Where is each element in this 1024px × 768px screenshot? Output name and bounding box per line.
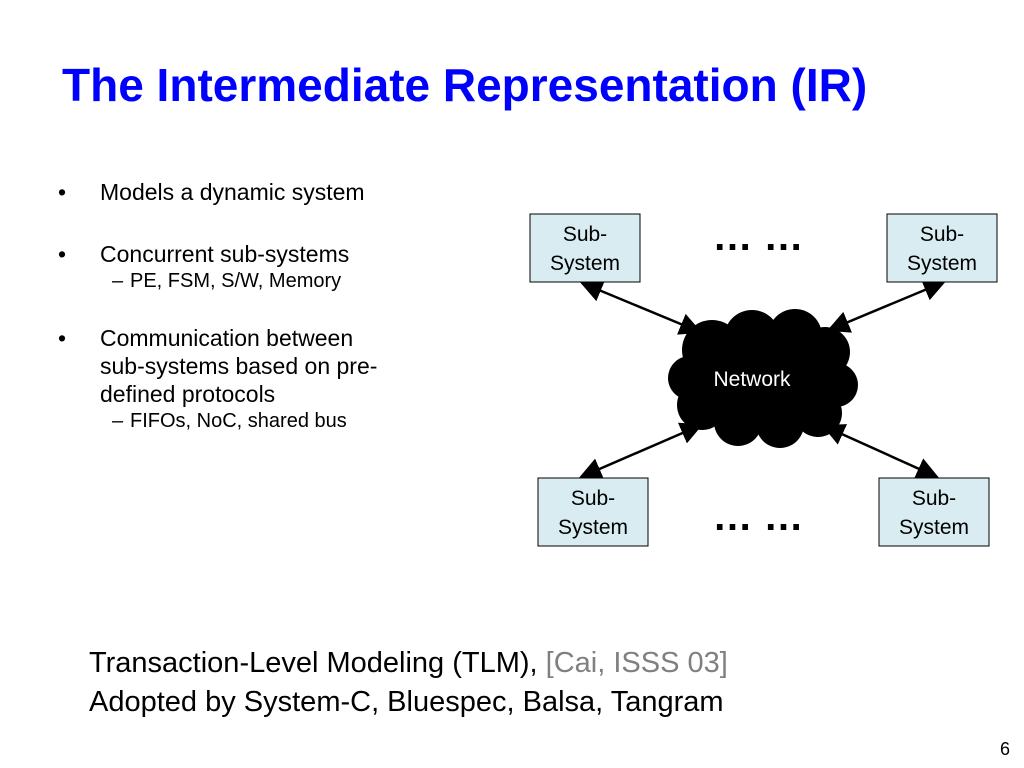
- sub-bullet-text: PE, FSM, S/W, Memory: [130, 270, 342, 292]
- connector-arrow: [821, 424, 940, 479]
- ellipsis-top: … …: [712, 215, 803, 259]
- bullet-dot: •: [58, 179, 67, 205]
- subsystem-label: Sub-: [920, 223, 964, 246]
- subsystem-label: Sub-: [571, 487, 615, 510]
- subsystem-label: Sub-: [563, 223, 607, 246]
- subsystem-box-bottom-left: Sub- System: [537, 477, 649, 547]
- bullet-text-line: Communication between: [100, 325, 354, 351]
- subsystem-label: System: [907, 252, 977, 275]
- subsystem-label: System: [558, 516, 628, 539]
- connector-arrow: [826, 279, 947, 333]
- bullet-text-line: defined protocols: [100, 381, 276, 407]
- sub-bullet-text: FIFOs, NoC, shared bus: [130, 410, 347, 432]
- bullet-text: Concurrent sub-systems: [100, 241, 350, 267]
- bullet-text-line: sub-systems based on pre-: [100, 353, 378, 379]
- subsystem-box-top-right: Sub- System: [886, 213, 998, 283]
- sub-bullet-dash: –: [112, 270, 124, 292]
- sub-bullet-item: – PE, FSM, S/W, Memory: [58, 268, 458, 294]
- sub-bullet-dash: –: [112, 410, 124, 432]
- page-number: 6: [999, 739, 1010, 759]
- subsystem-label: System: [899, 516, 969, 539]
- network-cloud: Network: [668, 309, 858, 448]
- subsystem-label: System: [550, 252, 620, 275]
- network-label: Network: [713, 368, 791, 391]
- bullet-item: • Models a dynamic system: [58, 178, 458, 206]
- connector-arrow: [578, 422, 704, 480]
- ellipsis-bottom: … …: [712, 495, 803, 539]
- bullet-list: • Models a dynamic system • Concurrent s…: [58, 178, 458, 434]
- subsystem-box-bottom-right: Sub- System: [878, 477, 990, 547]
- subsystem-box-top-left: Sub- System: [529, 213, 641, 283]
- sub-bullet-item: – FIFOs, NoC, shared bus: [58, 408, 458, 434]
- bullet-item: • Concurrent sub-systems: [58, 240, 458, 268]
- tlm-line1: Transaction-Level Modeling (TLM),: [89, 647, 546, 679]
- tlm-note: Transaction-Level Modeling (TLM), [Cai, …: [89, 644, 728, 722]
- bullet-text: Models a dynamic system: [100, 179, 365, 205]
- bullet-dot: •: [58, 241, 67, 267]
- citation: [Cai, ISSS 03]: [545, 647, 728, 679]
- bullet-item: • Communication between sub-systems base…: [58, 324, 458, 408]
- connector-arrow: [579, 280, 703, 335]
- subsystem-label: Sub-: [912, 487, 956, 510]
- slide-title: The Intermediate Representation (IR): [62, 59, 868, 111]
- tlm-line2: Adopted by System-C, Bluespec, Balsa, Ta…: [89, 686, 724, 718]
- bullet-dot: •: [58, 325, 67, 351]
